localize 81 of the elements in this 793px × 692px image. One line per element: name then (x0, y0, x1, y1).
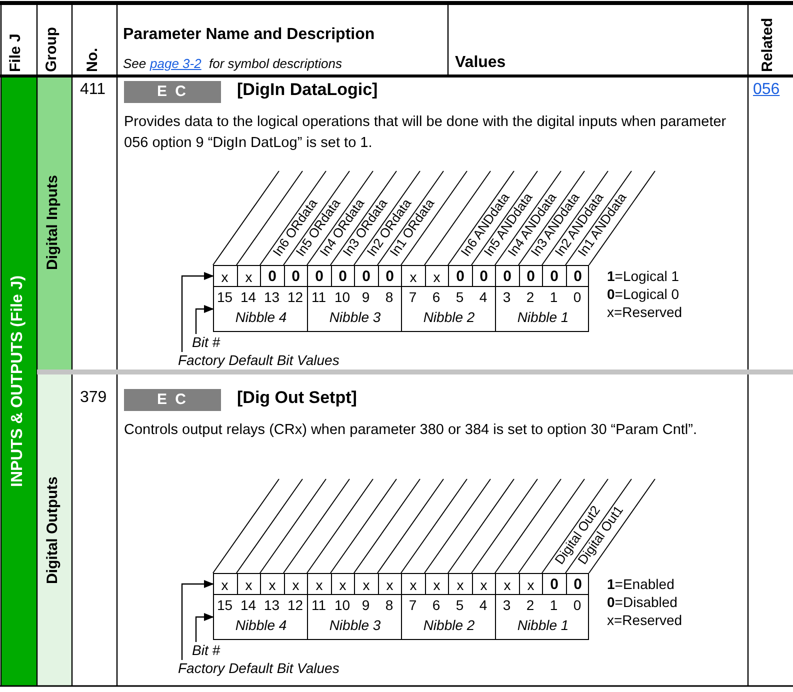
bit-number: 0 (572, 289, 582, 306)
nibble-label: Nibble 2 (422, 617, 476, 634)
bit-number: 7 (408, 289, 418, 306)
nibble-label: Nibble 4 (234, 309, 288, 326)
description-text: Provides data to the logical operations that will be done with the digital inputs when parameter 056 option 9 “DigIn DatLog” is set to 1. (124, 113, 728, 153)
legend-text: x=Reserved (607, 611, 682, 629)
link: page 3-2 (150, 56, 202, 71)
bit-number: 7 (408, 597, 418, 614)
bit-number: 9 (360, 597, 371, 614)
column-header: Values (455, 54, 506, 72)
default-values-caption: Factory Default Bit Values (178, 660, 340, 676)
bit-number-box (213, 594, 589, 640)
bit-number: 14 (239, 289, 258, 306)
bit-number: 2 (525, 289, 536, 306)
bit-number: 6 (431, 597, 442, 614)
nibble-label: Nibble 3 (328, 617, 382, 634)
legend-text: 0=Logical 0 (607, 285, 680, 303)
legend-text: 1=Logical 1 (607, 267, 680, 285)
bit-number: 1 (548, 289, 559, 306)
leader-arrow (195, 305, 214, 334)
bit-number: 12 (286, 597, 304, 614)
description-text: Controls output relays (CRx) when parameter 380 or 384 is set to option 30 “Param Cntl”. (124, 421, 698, 440)
bit-number: 14 (239, 597, 258, 614)
bit-number: 6 (431, 289, 442, 306)
column-header: Group (44, 26, 60, 72)
parameter-number: 379 (80, 389, 107, 407)
column-header: Parameter Name and Description (123, 26, 375, 44)
bit-number: 4 (478, 289, 488, 306)
bit-value: x (220, 576, 230, 595)
nibble-label: Nibble 4 (234, 617, 288, 634)
file-label: INPUTS & OUTPUTS (File J) (9, 274, 27, 489)
bit-value-row (213, 265, 589, 287)
bit-number-caption: Bit # (192, 334, 220, 350)
bit-number: 12 (286, 289, 304, 306)
bit-number: 8 (384, 289, 394, 306)
bit-number: 11 (310, 289, 328, 306)
bit-number-box (213, 286, 589, 332)
leader-arrow (181, 272, 214, 352)
nibble-label: Nibble 1 (516, 309, 570, 326)
bit-number: 10 (333, 289, 352, 306)
nibble-label: Nibble 3 (328, 309, 382, 326)
bit-number: 15 (216, 597, 234, 614)
column-header: Related (760, 16, 776, 72)
bit-value-row (213, 573, 589, 595)
bit-number: 13 (262, 597, 281, 614)
bit-number: 5 (454, 289, 465, 306)
note-text: for symbol descriptions (209, 56, 342, 71)
bit-number: 3 (502, 289, 512, 306)
access-badge: E C (124, 389, 221, 411)
group-label: Digital Inputs (45, 174, 62, 272)
column-header: File J (8, 32, 24, 72)
bit-number: 5 (454, 597, 465, 614)
bit-number: 3 (502, 597, 512, 614)
bit-number: 8 (384, 597, 394, 614)
group-label: Digital Outputs (45, 475, 62, 586)
nibble-label: Nibble 2 (422, 309, 476, 326)
legend-text: 1=Enabled (607, 575, 674, 593)
bit-number: 4 (478, 597, 488, 614)
access-badge: E C (124, 81, 221, 103)
bit-number: 9 (360, 289, 371, 306)
bit-number: 13 (262, 289, 281, 306)
legend-text: x=Reserved (607, 303, 682, 321)
bit-number: 15 (216, 289, 234, 306)
default-values-caption: Factory Default Bit Values (178, 352, 340, 368)
nibble-label: Nibble 1 (516, 617, 570, 634)
link: 056 (753, 81, 780, 99)
bit-number: 2 (525, 597, 536, 614)
parameter-name: [DigIn DataLogic] (237, 80, 378, 100)
bit-number: 0 (572, 597, 582, 614)
column-header: No. (85, 46, 102, 72)
parameter-name: [Dig Out Setpt] (237, 388, 357, 408)
bit-number: 11 (310, 597, 328, 614)
bit-number: 10 (333, 597, 352, 614)
note-text: See (123, 56, 146, 71)
bit-number-caption: Bit # (192, 642, 220, 658)
leader-arrow (195, 613, 214, 642)
bit-number: 1 (548, 597, 559, 614)
leader-arrow (181, 580, 214, 660)
bit-value: x (220, 268, 230, 287)
legend-text: 0=Disabled (607, 593, 678, 611)
parameter-number: 411 (80, 81, 106, 99)
